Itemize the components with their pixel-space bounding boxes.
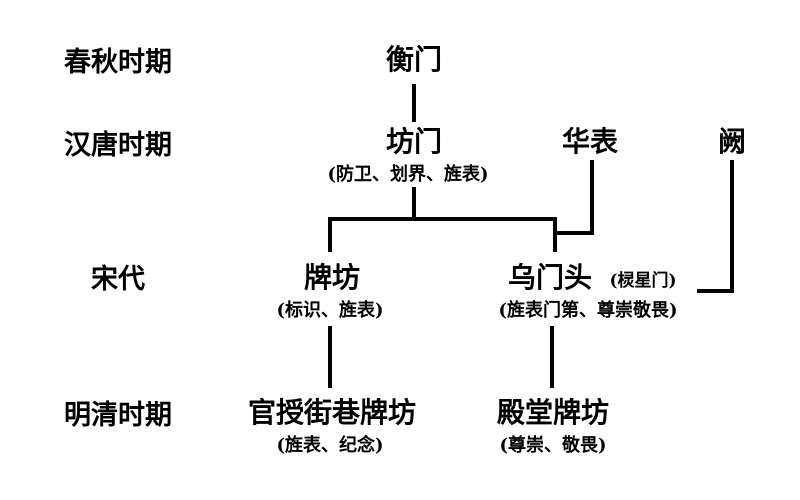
node-wumentou: 乌门头 bbox=[507, 261, 593, 294]
node-paifang: 牌坊 bbox=[303, 261, 361, 294]
era-hantang: 汉唐时期 bbox=[64, 130, 172, 161]
line-que-wumentou bbox=[697, 160, 734, 293]
era-mingqing: 明清时期 bbox=[64, 400, 172, 431]
node-wumentou-alias: (棂星门) bbox=[609, 271, 677, 291]
era-song: 宋代 bbox=[91, 264, 145, 295]
node-fangmen: 坊门 bbox=[385, 125, 443, 158]
line-branch bbox=[328, 217, 557, 252]
node-paifang-note: (标识、旌表) bbox=[276, 300, 384, 321]
node-diantang-note: (尊崇、敬畏) bbox=[499, 435, 607, 456]
node-guanshou-note: (旌表、纪念) bbox=[276, 435, 384, 456]
node-guanshou: 官授街巷牌坊 bbox=[247, 396, 417, 429]
line-huabiao-wumentou bbox=[555, 160, 594, 235]
node-wumentou-note: (旌表门第、尊崇敬畏) bbox=[498, 300, 678, 321]
node-huabiao: 华表 bbox=[561, 125, 619, 158]
era-chunqiu: 春秋时期 bbox=[64, 47, 172, 78]
node-hengmen: 衡门 bbox=[385, 43, 443, 76]
node-fangmen-note: (防卫、划界、旌表) bbox=[327, 164, 489, 185]
node-diantang: 殿堂牌坊 bbox=[496, 396, 610, 429]
node-que: 阙 bbox=[717, 125, 747, 158]
